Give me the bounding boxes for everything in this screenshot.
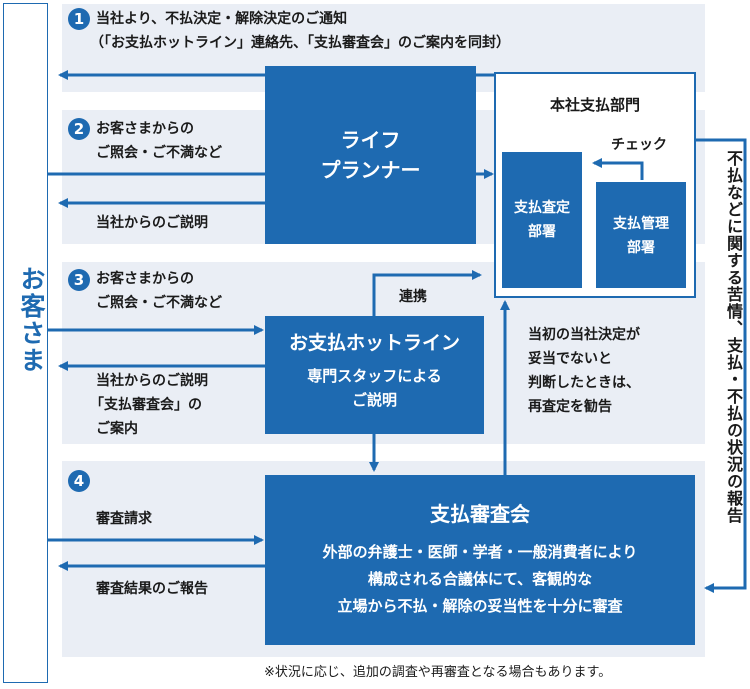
- side-report-text: 不払などに関する苦情、支払・不払の状況の報告: [724, 150, 743, 524]
- arrow-side-report: [696, 138, 747, 593]
- life-planner-box: ライフ プランナー: [265, 66, 476, 244]
- step2-inquiry-line2: ご照会・ご不満など: [96, 145, 222, 161]
- step3-inquiry-line1: お客さまからの: [96, 271, 194, 287]
- management-dept-line2: 部署: [627, 240, 655, 256]
- cooperation-label: 連携: [399, 289, 427, 305]
- step2-number: 2: [68, 118, 90, 140]
- hq-payment-department: 本社支払部門 チェック 支払査定 部署 支払管理 部署: [494, 72, 696, 298]
- recommend-line3: 判断したときは、: [528, 375, 640, 391]
- hotline-line1: 専門スタッフによる: [307, 367, 442, 385]
- step4-request: 審査請求: [96, 511, 152, 527]
- recommend-line2: 妥当でないと: [528, 351, 612, 367]
- hq-title: 本社支払部門: [549, 96, 640, 114]
- step1-text-line1: 当社より、不払決定・解除決定のご通知: [96, 11, 348, 27]
- customer-label: お客さま: [17, 266, 46, 374]
- arrow-cooperation: [372, 270, 482, 316]
- hotline-line2: ご説明: [351, 391, 397, 409]
- step3-number: 3: [68, 269, 90, 291]
- step2-inquiry-line1: お客さまからの: [96, 121, 194, 137]
- step3-inquiry-line2: ご照会・ご不満など: [96, 295, 222, 311]
- recommend-line4: 再査定を勧告: [528, 399, 612, 415]
- step2-reply: 当社からのご説明: [96, 215, 208, 231]
- step1-text-line2: （「お支払ホットライン」連絡先、「支払審査会」のご案内を同封）: [90, 35, 510, 51]
- hotline-box: お支払ホットライン 専門スタッフによる ご説明: [265, 316, 484, 434]
- review-board-line2: 構成される合議体にて、客観的な: [367, 570, 593, 588]
- step3-reply-line3: ご案内: [96, 421, 138, 437]
- customer-box: お客さま: [3, 3, 48, 683]
- review-board-line1: 外部の弁護士・医師・学者・一般消費者により: [322, 543, 638, 561]
- step4-number: 4: [68, 470, 90, 492]
- arrow-check: [592, 158, 644, 180]
- step3-reply-line1: 当社からのご説明: [96, 373, 208, 389]
- footnote: ※状況に応じ、追加の調査や再審査となる場合もあります。: [264, 665, 612, 680]
- management-dept-line1: 支払管理: [613, 216, 669, 232]
- review-board-title: 支払審査会: [430, 502, 530, 526]
- life-planner-line2: プランナー: [320, 158, 421, 182]
- step1-number: 1: [68, 8, 90, 30]
- review-board-line3: 立場から不払・解除の妥当性を十分に審査: [337, 597, 623, 615]
- hotline-title: お支払ホットライン: [288, 332, 460, 354]
- recommend-line1: 当初の当社決定が: [528, 327, 640, 343]
- assessment-dept-box: 支払査定 部署: [502, 152, 582, 288]
- step3-reply-line2: 「支払審査会」の: [90, 397, 202, 413]
- management-dept-box: 支払管理 部署: [596, 182, 686, 288]
- life-planner-line1: ライフ: [340, 128, 401, 152]
- step4-result: 審査結果のご報告: [96, 581, 208, 597]
- assessment-dept-line2: 部署: [528, 224, 556, 240]
- check-label: チェック: [611, 137, 667, 153]
- review-board-box: 支払審査会 外部の弁護士・医師・学者・一般消費者により 構成される合議体にて、客…: [265, 475, 695, 645]
- assessment-dept-line1: 支払査定: [514, 200, 570, 216]
